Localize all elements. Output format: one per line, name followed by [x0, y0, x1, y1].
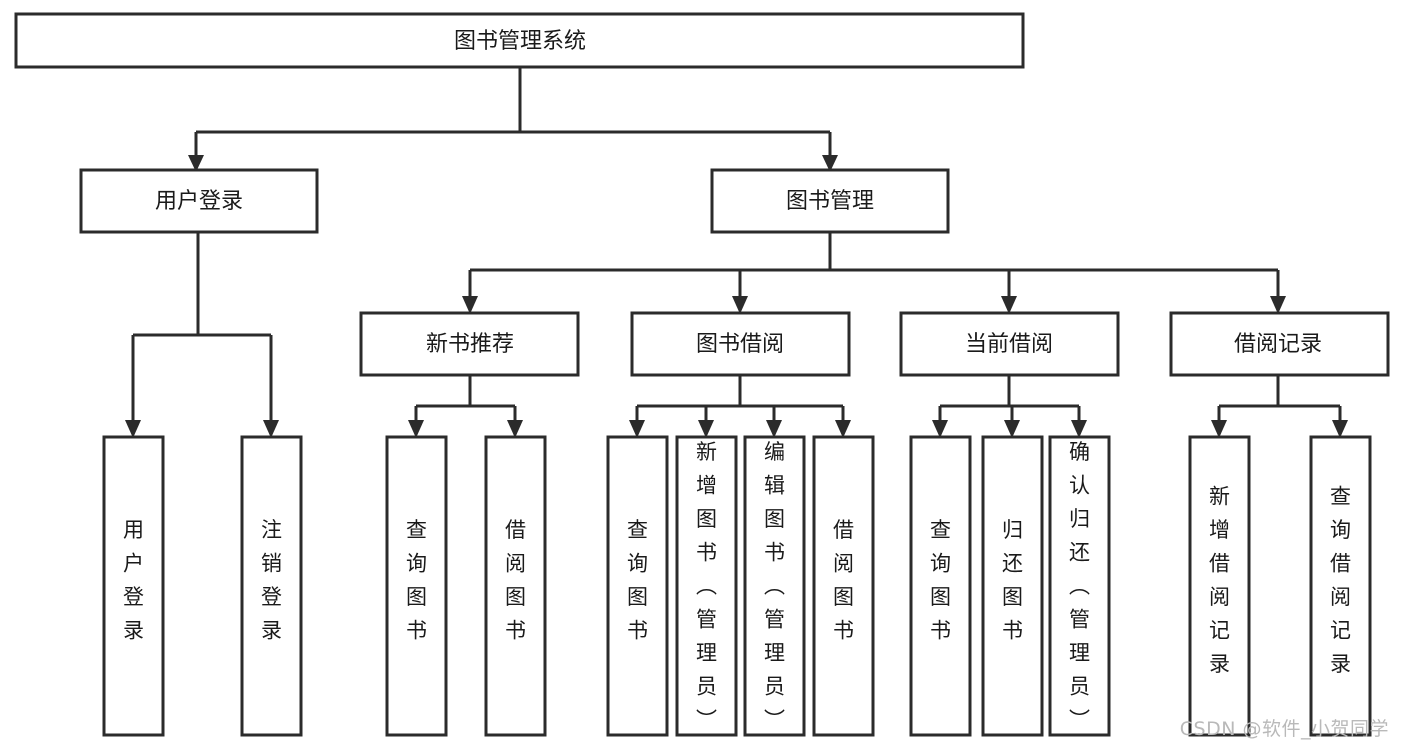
node-leaf-return-book-box[interactable]: [981, 435, 1044, 737]
arrow-head-icon: [263, 420, 279, 438]
node-root-label: 图书管理系统: [454, 29, 586, 54]
arrow-head-icon: [1001, 296, 1017, 314]
edge-bookborrow-to-leaves: [629, 375, 851, 438]
node-book-borrow-box[interactable]: [630, 311, 851, 377]
edge-root-to-level2: [188, 67, 838, 172]
node-leaf-add-book-admin-box[interactable]: [675, 435, 738, 737]
node-user-login[interactable]: 用户登录: [79, 168, 319, 234]
arrow-head-icon: [932, 420, 948, 438]
node-new-book-rec[interactable]: 新书推荐: [359, 311, 580, 377]
node-user-login-box[interactable]: [79, 168, 319, 234]
node-user-login-label: 用户登录: [155, 189, 243, 214]
arrow-head-icon: [1332, 420, 1348, 438]
connector-layer: [125, 67, 1348, 438]
arrow-head-icon: [1071, 420, 1087, 438]
node-leaf-edit-book-admin[interactable]: 编辑图书︵管理员︶: [743, 435, 806, 737]
node-root-box[interactable]: [14, 12, 1025, 69]
arrow-head-icon: [1211, 420, 1227, 438]
node-leaf-add-borrow-record-label: 新增借阅记录: [1209, 485, 1230, 677]
edge-userlogin-to-leaves: [125, 232, 279, 438]
node-book-manage[interactable]: 图书管理: [710, 168, 950, 234]
arrow-head-icon: [629, 420, 645, 438]
node-current-borrow[interactable]: 当前借阅: [899, 311, 1120, 377]
node-leaf-borrow-book-label: 借阅图书: [833, 518, 854, 643]
node-leaf-borrow-book-rec-box[interactable]: [484, 435, 547, 737]
arrow-head-icon: [698, 420, 714, 438]
arrow-head-icon: [766, 420, 782, 438]
node-leaf-user-login[interactable]: 用户登录: [102, 435, 165, 737]
arrow-head-icon: [1004, 420, 1020, 438]
node-leaf-edit-book-admin-box[interactable]: [743, 435, 806, 737]
arrow-head-icon: [1270, 296, 1286, 314]
node-leaf-add-book-admin[interactable]: 新增图书︵管理员︶: [675, 435, 738, 737]
arrow-head-icon: [732, 296, 748, 314]
node-leaf-add-book-admin-label: 新增图书︵管理员︶: [696, 440, 717, 732]
node-leaf-borrow-book[interactable]: 借阅图书: [812, 435, 875, 737]
node-leaf-user-logout-label: 注销登录: [261, 518, 282, 643]
node-leaf-query-borrow-record-box[interactable]: [1309, 435, 1372, 737]
node-leaf-query-book-rec-box[interactable]: [385, 435, 448, 737]
node-leaf-query-borrow-record[interactable]: 查询借阅记录: [1309, 435, 1372, 737]
arrow-head-icon: [408, 420, 424, 438]
node-book-manage-label: 图书管理: [786, 189, 874, 214]
node-leaf-confirm-return-admin-box[interactable]: [1048, 435, 1111, 737]
node-new-book-rec-label: 新书推荐: [426, 332, 514, 357]
node-current-borrow-label: 当前借阅: [965, 332, 1053, 357]
node-borrow-record-box[interactable]: [1169, 311, 1390, 377]
node-current-borrow-box[interactable]: [899, 311, 1120, 377]
arrow-head-icon: [188, 155, 204, 172]
arrow-head-icon: [835, 420, 851, 438]
node-leaf-add-borrow-record[interactable]: 新增借阅记录: [1188, 435, 1251, 737]
arrow-head-icon: [507, 420, 523, 438]
node-leaf-user-login-box[interactable]: [102, 435, 165, 737]
node-leaf-borrow-book-rec-label: 借阅图书: [505, 518, 526, 643]
node-leaf-user-logout[interactable]: 注销登录: [240, 435, 303, 737]
node-leaf-user-login-label: 用户登录: [123, 518, 144, 643]
node-leaf-borrow-book-box[interactable]: [812, 435, 875, 737]
node-leaf-query-book-current-box[interactable]: [909, 435, 972, 737]
edge-currentborrow-to-leaves: [932, 375, 1087, 438]
arrow-head-icon: [822, 155, 838, 172]
node-new-book-rec-box[interactable]: [359, 311, 580, 377]
arrow-head-icon: [125, 420, 141, 438]
edge-bookmanage-to-level3: [462, 232, 1286, 314]
node-leaf-confirm-return-admin-label: 确认归还︵管理员︶: [1069, 440, 1090, 732]
node-leaf-query-borrow-record-label: 查询借阅记录: [1330, 485, 1351, 677]
node-leaf-return-book[interactable]: 归还图书: [981, 435, 1044, 737]
node-leaf-query-book-rec[interactable]: 查询图书: [385, 435, 448, 737]
node-leaf-query-book-rec-label: 查询图书: [406, 518, 427, 643]
node-borrow-record[interactable]: 借阅记录: [1169, 311, 1390, 377]
edge-newbookrec-to-leaves: [408, 375, 523, 438]
node-leaf-return-book-label: 归还图书: [1002, 518, 1023, 643]
node-leaf-confirm-return-admin[interactable]: 确认归还︵管理员︶: [1048, 435, 1111, 737]
node-leaf-query-book-borrow-label: 查询图书: [627, 518, 648, 643]
node-root[interactable]: 图书管理系统: [14, 12, 1025, 69]
node-leaf-edit-book-admin-label: 编辑图书︵管理员︶: [764, 440, 785, 732]
node-leaf-query-book-borrow-box[interactable]: [606, 435, 669, 737]
node-leaf-query-book-current-label: 查询图书: [930, 518, 951, 643]
node-book-borrow-label: 图书借阅: [696, 332, 784, 357]
node-book-borrow[interactable]: 图书借阅: [630, 311, 851, 377]
node-leaf-borrow-book-rec[interactable]: 借阅图书: [484, 435, 547, 737]
arrow-head-icon: [462, 296, 478, 314]
node-leaf-user-logout-box[interactable]: [240, 435, 303, 737]
leaf-node-layer: 用户登录 注销登录 查询图书 借阅图书 查询图书 新增图书︵管理员︶ 编辑图书︵管理员︶ 借阅…: [102, 435, 1372, 737]
edge-borrowrecord-to-leaves: [1211, 375, 1348, 438]
node-borrow-record-label: 借阅记录: [1234, 332, 1322, 357]
node-leaf-query-book-borrow[interactable]: 查询图书: [606, 435, 669, 737]
node-leaf-query-book-current[interactable]: 查询图书: [909, 435, 972, 737]
node-leaf-add-borrow-record-box[interactable]: [1188, 435, 1251, 737]
node-book-manage-box[interactable]: [710, 168, 950, 234]
